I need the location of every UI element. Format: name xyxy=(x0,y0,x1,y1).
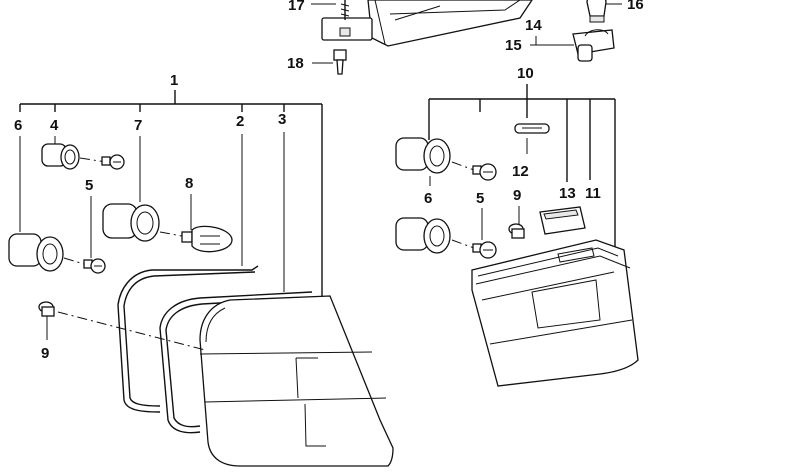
screw-part-17 xyxy=(340,0,350,20)
gasket-part-2 xyxy=(117,265,259,413)
lens-part-13 xyxy=(539,206,586,235)
small-bulb-part-5-lower xyxy=(83,258,106,274)
callout-7: 7 xyxy=(134,117,142,134)
bulb-socket-part-7 xyxy=(102,203,160,242)
small-bulb-part-5-right-lower xyxy=(472,241,497,259)
callout-10: 10 xyxy=(517,65,534,82)
callout-6-right: 6 xyxy=(424,190,432,207)
seal-part-3 xyxy=(159,291,313,434)
callout-11: 11 xyxy=(585,185,601,202)
callout-18: 18 xyxy=(287,55,304,72)
callout-4: 4 xyxy=(50,117,59,134)
tail-lamp-right xyxy=(471,239,639,387)
callout-14: 14 xyxy=(525,17,542,34)
axis-line-6-right xyxy=(451,161,475,171)
callout-9-right: 9 xyxy=(513,187,521,204)
screw-part-9-right xyxy=(508,223,525,239)
bulb-socket-part-4 xyxy=(41,143,80,170)
callout-3: 3 xyxy=(278,111,286,128)
axis-line-6-left xyxy=(63,257,85,265)
callout-9-left: 9 xyxy=(41,345,49,362)
top-bracket-assembly xyxy=(321,0,533,47)
axis-line-6-right-lower xyxy=(451,239,475,249)
axis-line-7 xyxy=(159,231,183,237)
festoon-bulb-part-12 xyxy=(514,123,550,134)
callout-5-right: 5 xyxy=(476,190,484,207)
callout-8: 8 xyxy=(185,175,193,192)
screw-part-9-left xyxy=(38,301,55,317)
clip-part-18 xyxy=(333,49,347,75)
callout-17: 17 xyxy=(288,0,305,14)
callout-16: 16 xyxy=(627,0,644,13)
callout-2: 2 xyxy=(236,113,244,130)
leader-tree-1 xyxy=(19,90,323,298)
callout-15: 15 xyxy=(505,37,522,54)
bulb-part-16 xyxy=(586,0,607,23)
callout-13: 13 xyxy=(559,185,576,202)
bulb-holder-part-15 xyxy=(572,29,615,62)
large-bulb-part-8 xyxy=(181,225,233,253)
callout-5-left: 5 xyxy=(85,177,93,194)
small-bulb-part-5-right-upper xyxy=(472,163,497,181)
bulb-socket-part-6-left xyxy=(8,233,64,272)
axis-line-9-left xyxy=(57,311,206,351)
tail-lamp-left xyxy=(199,295,394,467)
bulb-socket-part-6-right-lower xyxy=(395,217,451,254)
callout-1: 1 xyxy=(170,72,178,89)
bulb-socket-part-6-right-upper xyxy=(395,137,451,174)
leader-tree-10 xyxy=(428,84,616,248)
callout-12: 12 xyxy=(512,163,529,180)
callout-6-left: 6 xyxy=(14,117,22,134)
small-bulb-part-5-upper xyxy=(101,154,125,170)
